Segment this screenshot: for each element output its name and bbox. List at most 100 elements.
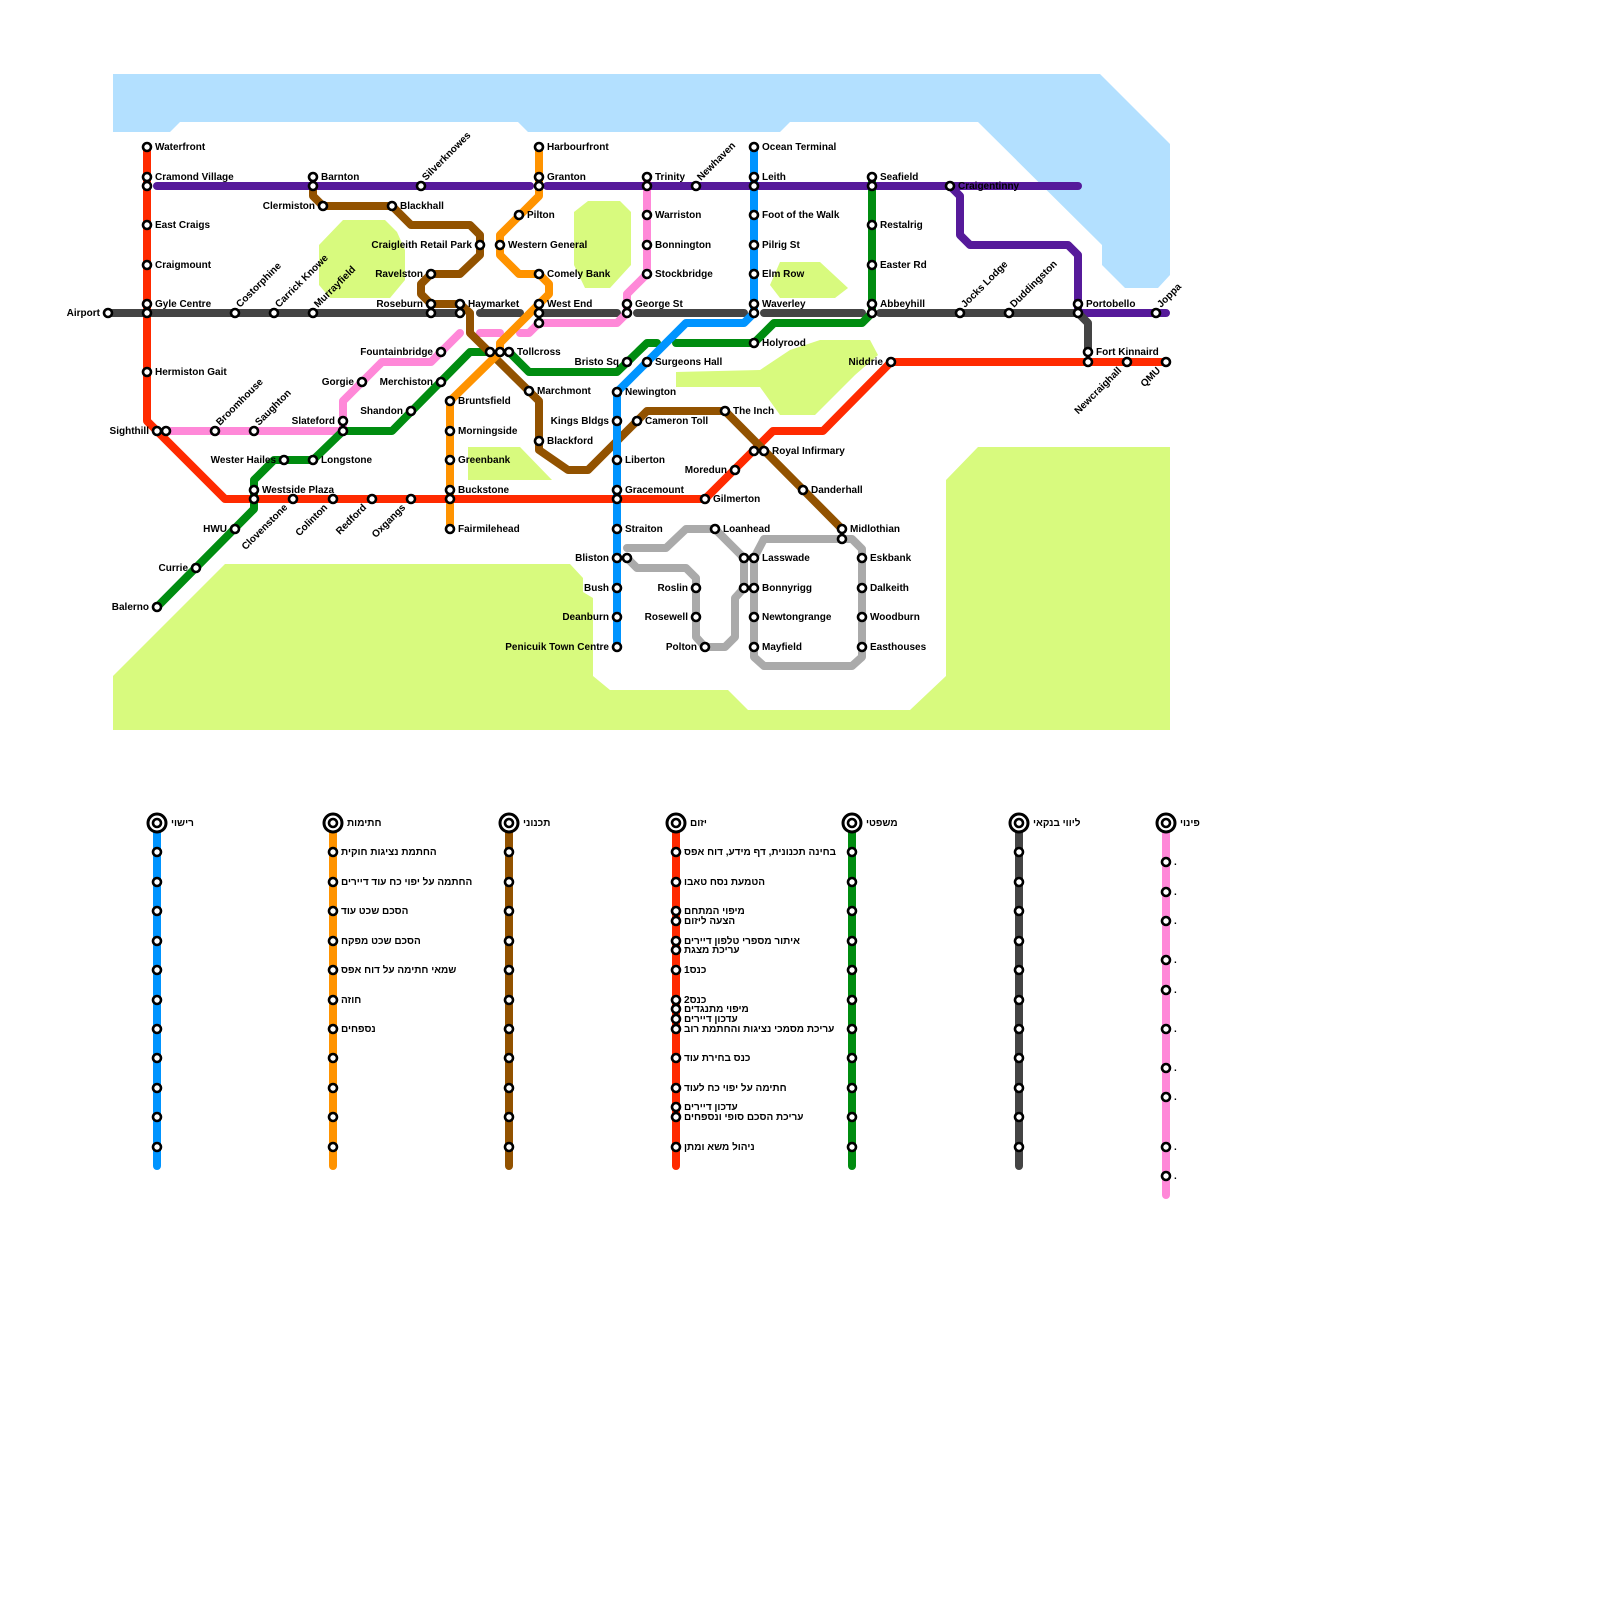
station-gracemount[interactable]: [611, 484, 623, 496]
station-murrayfield[interactable]: [307, 307, 319, 319]
station-joppa[interactable]: [1150, 307, 1162, 319]
station-waverley[interactable]: [748, 298, 760, 310]
legend-stop[interactable]: [670, 915, 682, 927]
station-colinton[interactable]: [327, 493, 339, 505]
station-pilton[interactable]: [513, 209, 525, 221]
station-wester-hailes[interactable]: [278, 454, 290, 466]
legend-stop[interactable]: [503, 994, 515, 1006]
station-gyle[interactable]: [141, 298, 153, 310]
station-balerno[interactable]: [151, 601, 163, 613]
legend-stop[interactable]: [846, 1111, 858, 1123]
legend-stop[interactable]: [327, 1111, 339, 1123]
station-woodburn[interactable]: [856, 611, 868, 623]
station-bonnington[interactable]: [641, 239, 653, 251]
station-interchange-dot[interactable]: [621, 552, 633, 564]
station-holyrood[interactable]: [748, 337, 760, 349]
station-interchange-dot[interactable]: [748, 307, 760, 319]
station-interchange-dot[interactable]: [836, 533, 848, 545]
legend-stop[interactable]: [503, 1111, 515, 1123]
station-interchange-dot[interactable]: [1082, 356, 1094, 368]
station-currie[interactable]: [190, 562, 202, 574]
legend-stop[interactable]: [503, 1023, 515, 1035]
station-easter-rd[interactable]: [866, 259, 878, 271]
legend-stop[interactable]: [327, 876, 339, 888]
legend-stop[interactable]: [670, 1013, 682, 1025]
station-cameron[interactable]: [631, 415, 643, 427]
legend-stop[interactable]: [503, 876, 515, 888]
station-liberton[interactable]: [611, 454, 623, 466]
legend-stop[interactable]: [846, 1082, 858, 1094]
station-tollcross[interactable]: [503, 346, 515, 358]
station-seafield[interactable]: [866, 171, 878, 183]
legend-stop[interactable]: [846, 1052, 858, 1064]
station-oxgangs[interactable]: [405, 493, 417, 505]
legend-stop[interactable]: [670, 1141, 682, 1153]
legend-stop[interactable]: [151, 1023, 163, 1035]
legend-stop[interactable]: [1013, 846, 1025, 858]
station-restalrig[interactable]: [866, 219, 878, 231]
station-roseburn[interactable]: [425, 298, 437, 310]
legend-stop[interactable]: [846, 1141, 858, 1153]
station-clermiston[interactable]: [317, 200, 329, 212]
station-clovenstone[interactable]: [287, 493, 299, 505]
legend-stop[interactable]: [151, 964, 163, 976]
station-interchange-dot[interactable]: [248, 493, 260, 505]
station-stockbridge[interactable]: [641, 268, 653, 280]
station-interchange-dot[interactable]: [738, 582, 750, 594]
station-blackhall[interactable]: [386, 200, 398, 212]
legend-stop[interactable]: [1013, 964, 1025, 976]
legend-stop[interactable]: [846, 935, 858, 947]
station-buckstone[interactable]: [444, 484, 456, 496]
station-morningside[interactable]: [444, 425, 456, 437]
legend-stop[interactable]: [151, 1111, 163, 1123]
station-polton[interactable]: [699, 641, 711, 653]
station-hwu[interactable]: [229, 523, 241, 535]
station-bonnyrigg[interactable]: [748, 582, 760, 594]
legend-stop[interactable]: [327, 1023, 339, 1035]
station-bush[interactable]: [611, 582, 623, 594]
station-comely[interactable]: [533, 268, 545, 280]
station-ravelston[interactable]: [425, 268, 437, 280]
legend-stop[interactable]: [327, 994, 339, 1006]
station-bruntsfield[interactable]: [444, 395, 456, 407]
station-interchange-dot[interactable]: [454, 307, 466, 319]
station-niddrie[interactable]: [885, 356, 897, 368]
station-silverknowes[interactable]: [415, 180, 427, 192]
legend-stop[interactable]: [327, 905, 339, 917]
station-midlothian[interactable]: [836, 523, 848, 535]
legend-stop[interactable]: [670, 1101, 682, 1113]
station-west-end[interactable]: [533, 298, 545, 310]
station-interchange-dot[interactable]: [866, 180, 878, 192]
legend-stop[interactable]: [1160, 1141, 1172, 1153]
station-interchange-dot[interactable]: [748, 180, 760, 192]
station-interchange-dot[interactable]: [533, 307, 545, 319]
station-roslin[interactable]: [690, 582, 702, 594]
station-interchange-dot[interactable]: [141, 307, 153, 319]
legend-stop[interactable]: [503, 905, 515, 917]
station-penicuik[interactable]: [611, 641, 623, 653]
station-leith[interactable]: [748, 171, 760, 183]
station-trinity[interactable]: [641, 171, 653, 183]
station-shandon[interactable]: [405, 405, 417, 417]
legend-stop[interactable]: [670, 994, 682, 1006]
station-easthouses[interactable]: [856, 641, 868, 653]
station-portobello[interactable]: [1072, 298, 1084, 310]
legend-stop[interactable]: [670, 1023, 682, 1035]
legend-stop[interactable]: [151, 994, 163, 1006]
legend-stop[interactable]: [670, 846, 682, 858]
station-straiton[interactable]: [611, 523, 623, 535]
legend-stop[interactable]: [670, 1052, 682, 1064]
station-newtongrange[interactable]: [748, 611, 760, 623]
legend-stop[interactable]: [327, 935, 339, 947]
station-interchange-dot[interactable]: [533, 317, 545, 329]
station-longstone[interactable]: [307, 454, 319, 466]
station-redford[interactable]: [366, 493, 378, 505]
station-george-st[interactable]: [621, 298, 633, 310]
legend-stop[interactable]: [151, 935, 163, 947]
station-deanburn[interactable]: [611, 611, 623, 623]
legend-stop[interactable]: [846, 846, 858, 858]
station-interchange-dot[interactable]: [611, 493, 623, 505]
station-interchange-dot[interactable]: [484, 346, 496, 358]
legend-stop[interactable]: [151, 876, 163, 888]
station-cramond[interactable]: [141, 171, 153, 183]
